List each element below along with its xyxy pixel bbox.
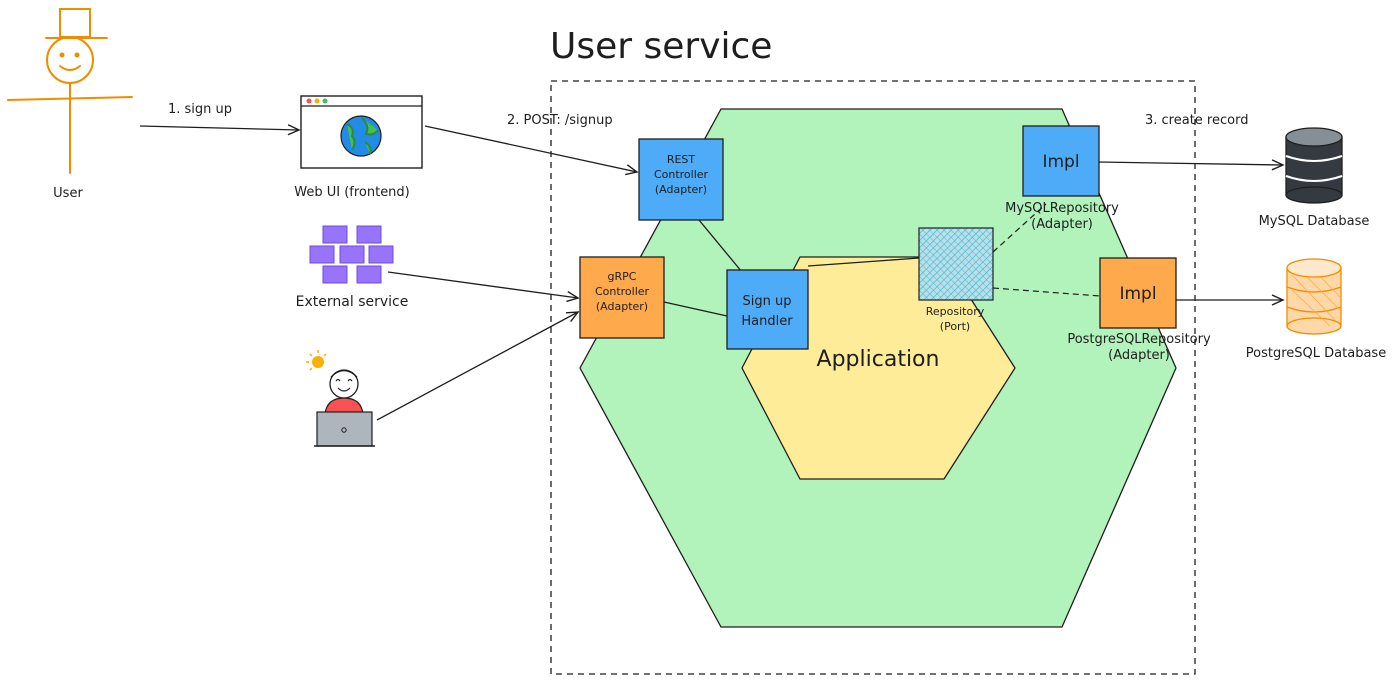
sign-up-handler-box[interactable]: Sign up Handler [726, 269, 809, 350]
mysql-database-icon [1285, 127, 1343, 204]
line-rest-to-handler [698, 219, 743, 273]
arrow-developer-to-grpc [376, 311, 580, 421]
arrow-external-to-grpc [387, 271, 580, 303]
arrow-mysql-impl-to-db [1098, 159, 1285, 171]
grpc-controller-box[interactable]: gRPC Controller (Adapter) [579, 256, 665, 339]
service-boundary [550, 80, 1196, 675]
diagram-title: User service [550, 26, 772, 67]
web-ui-label: Web UI (frontend) [294, 185, 410, 200]
label-sign-up: 1. sign up [168, 102, 232, 117]
rest-controller-line3: (Adapter) [655, 183, 707, 196]
rest-controller-box[interactable]: REST Controller (Adapter) [638, 138, 724, 221]
repository-port-line2: (Port) [940, 320, 970, 333]
rest-controller-line2: Controller [654, 168, 709, 181]
grpc-controller-line1: gRPC [608, 270, 637, 283]
grpc-controller-line3: (Adapter) [596, 300, 648, 313]
label-post-signup: 2. POST: /signup [507, 113, 613, 128]
mysql-impl-box[interactable]: Impl [1022, 125, 1100, 197]
arrow-user-to-webui [139, 124, 301, 136]
postgres-repository-line2: (Adapter) [1108, 348, 1170, 363]
browser-globe-icon [300, 95, 423, 169]
sign-up-handler-line1: Sign up [743, 294, 792, 309]
dashed-port-to-postgres [992, 287, 1101, 297]
postgres-database-icon [1286, 258, 1342, 335]
mysql-database-label: MySQL Database [1259, 214, 1370, 229]
postgres-impl-label: Impl [1119, 284, 1156, 304]
mysql-repository-line1: MySQLRepository [1005, 201, 1119, 216]
repository-port-line1: Repository [926, 305, 985, 318]
line-handler-to-port [807, 257, 920, 267]
mysql-repository-line2: (Adapter) [1031, 217, 1093, 232]
application-label: Application [817, 347, 940, 372]
user-stick-figure-icon [7, 8, 133, 174]
sign-up-handler-line2: Handler [741, 314, 793, 329]
rest-controller-line1: REST [667, 153, 696, 166]
dashed-port-to-mysql [992, 203, 1047, 253]
developer-laptop-icon [306, 350, 375, 447]
postgres-repository-line1: PostgreSQLRepository [1067, 332, 1211, 347]
user-label: User [53, 186, 83, 201]
line-grpc-to-handler [663, 301, 728, 317]
mysql-impl-label: Impl [1042, 152, 1079, 172]
postgres-database-label: PostgreSQL Database [1246, 346, 1386, 361]
label-create-record: 3. create record [1145, 113, 1248, 128]
external-service-cubes-icon [309, 225, 394, 284]
grpc-controller-line2: Controller [595, 285, 650, 298]
repository-port-box[interactable]: Repository (Port) [918, 227, 994, 333]
arrow-webui-to-rest [424, 125, 639, 176]
postgres-impl-box[interactable]: Impl [1099, 257, 1177, 329]
external-service-label: External service [296, 294, 409, 310]
